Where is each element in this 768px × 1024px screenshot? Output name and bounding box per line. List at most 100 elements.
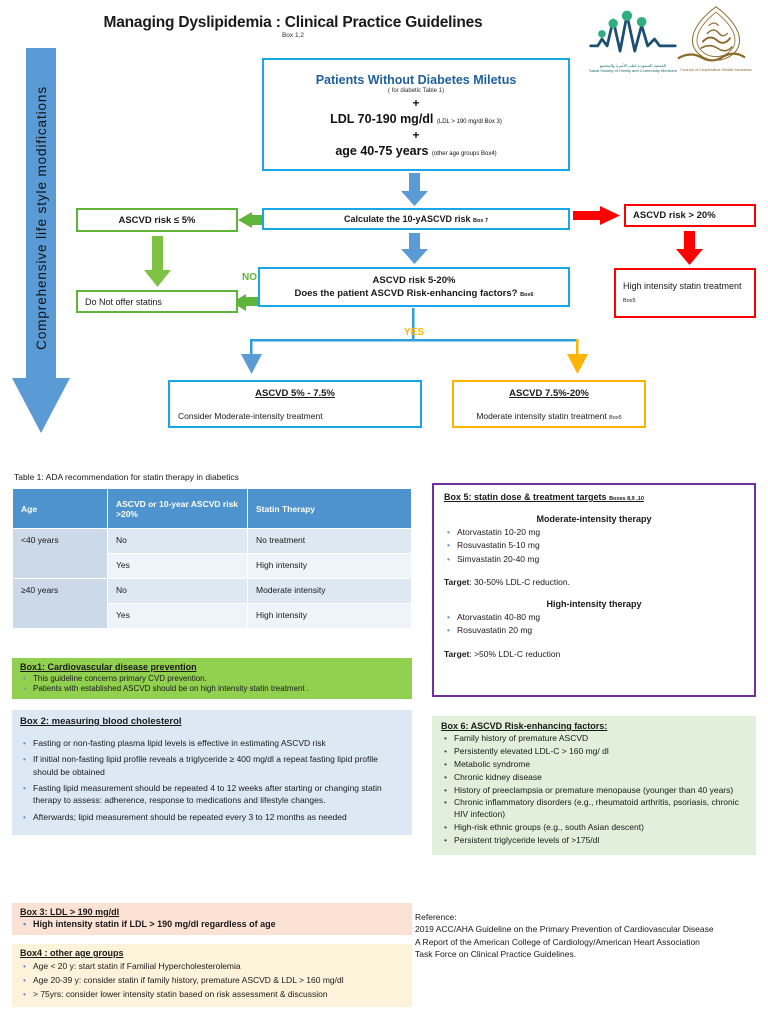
- table1-cell-age-2: ≥40 years: [12, 578, 108, 629]
- risk-enhancing-decision-box: ASCVD risk 5-20% Does the patient ASCVD …: [258, 267, 570, 307]
- box1-cvd-prevention: Box1: Cardiovascular disease prevention …: [12, 658, 412, 699]
- decision-line1: ASCVD risk 5-20%: [372, 275, 456, 286]
- box5-target-high-value: : >50% LDL-C reduction: [469, 648, 561, 659]
- high-intensity-statin-note: Box5: [623, 298, 636, 304]
- outcome-right-text: Moderate intensity statin treatment: [476, 411, 607, 421]
- arabic-calligraphy-icon: [677, 6, 746, 62]
- table1-cell-risk-2: No: [107, 578, 248, 604]
- arrow-decision-yes: [241, 308, 588, 374]
- reference-block: Reference: 2019 ACC/AHA Guideline on the…: [415, 911, 763, 960]
- table1-header-row: Age ASCVD or 10-year ASCVD risk >20% Sta…: [12, 488, 412, 529]
- list-item: Rosuvastatin 5-10 mg: [447, 539, 744, 552]
- box5-target-moderate-label: Target: [444, 576, 470, 587]
- decision-line2-note: Box6: [520, 292, 534, 298]
- list-item: Simvastatin 20-40 mg: [447, 553, 744, 566]
- list-item: History of preeclampsia or premature men…: [444, 785, 747, 797]
- entry-criteria-box: Patients Without Diabetes Miletus ( for …: [262, 58, 570, 171]
- calculate-risk-text: Calculate the 10-yASCVD risk: [343, 214, 471, 224]
- box5-target-moderate-value: : 30-50% LDL-C reduction.: [469, 576, 570, 587]
- no-statins-label: Do Not offer statins: [85, 296, 162, 307]
- list-item: If initial non-fasting lipid profile rev…: [23, 753, 404, 778]
- arrow-calculate-to-decision: [401, 233, 428, 264]
- lifestyle-modifications-label: Comprehensive life style modifications: [33, 86, 49, 350]
- edge-label-no: NO: [242, 272, 257, 283]
- box6-risk-enhancing-factors: Box 6: ASCVD Risk-enhancing factors: Fam…: [432, 716, 756, 856]
- low-risk-box: ASCVD risk ≤ 5%: [76, 208, 238, 232]
- list-item: Persistently elevated LDL-C > 160 mg/ dl: [444, 746, 747, 758]
- list-item: Fasting or non-fasting plasma lipid leve…: [23, 737, 404, 750]
- box4-list: Age < 20 y: start statin if Familial Hyp…: [20, 960, 404, 1000]
- box3-ldl-above-190: Box 3: LDL > 190 mg/dl High intensity st…: [12, 903, 412, 935]
- table1-cell-therapy-3: High intensity: [247, 603, 412, 629]
- reference-line1: 2019 ACC/AHA Guideline on the Primary Pr…: [415, 924, 714, 935]
- edge-label-yes: YES: [404, 327, 425, 338]
- box4-heading: Box4 : other age groups: [20, 948, 124, 958]
- high-intensity-statin-label: High intensity statin treatment Box5: [623, 280, 754, 307]
- low-risk-label: ASCVD risk ≤ 5%: [118, 214, 196, 226]
- entry-line2-text: LDL 70-190 mg/dl: [330, 112, 434, 127]
- arrow-entry-to-calculate: [401, 173, 428, 206]
- table1-cell-risk-1: Yes: [107, 553, 248, 579]
- ssfcm-caption-en: Saudi Society of Family and Community Me…: [588, 68, 678, 73]
- table-row: Yes High intensity: [13, 603, 412, 629]
- box4-other-age-groups: Box4 : other age groups Age < 20 y: star…: [12, 944, 412, 1008]
- box5-heading: Box 5: statin dose & treatment targets B…: [444, 492, 744, 502]
- outcome-moderate-consider-box: ASCVD 5% - 7.5% Consider Moderate-intens…: [168, 380, 422, 428]
- box5-statin-dose-targets: Box 5: statin dose & treatment targets B…: [432, 483, 756, 697]
- calculate-risk-box: Calculate the 10-yASCVD risk Box 7: [262, 208, 570, 230]
- ssfcm-caption-ar: الجمعية السعودية لطب الأسرة والمجتمع: [599, 63, 667, 68]
- list-item: Afterwards; lipid measurement should be …: [23, 811, 404, 824]
- decision-line2-text: Does the patient ASCVD Risk-enhancing fa…: [294, 288, 518, 299]
- list-item: This guideline concerns primary CVD prev…: [23, 674, 404, 683]
- box3-heading: Box 3: LDL > 190 mg/dl: [20, 907, 120, 917]
- box1-list: This guideline concerns primary CVD prev…: [20, 674, 404, 693]
- page-title: Managing Dyslipidemia : Clinical Practic…: [103, 14, 483, 31]
- outcome-right-heading: ASCVD 7.5%-20%: [509, 388, 589, 399]
- outcome-right-body: Moderate intensity statin treatment Box5: [462, 411, 636, 421]
- high-risk-label: ASCVD risk > 20%: [633, 210, 716, 221]
- box5-target-moderate: Target: 30-50% LDL-C reduction.: [444, 577, 744, 587]
- list-item: Atorvastatin 40-80 mg: [447, 611, 744, 624]
- cchi-logo: Council of Cooperative Health Insurance: [668, 4, 764, 90]
- box5-section-high: High-intensity therapy: [546, 598, 642, 609]
- list-item: High intensity statin if LDL > 190 mg/dl…: [23, 919, 404, 929]
- high-intensity-statin-text: High intensity statin treatment: [623, 280, 742, 291]
- box5-heading-text: Box 5: statin dose & treatment targets: [444, 492, 607, 502]
- table1-header-therapy: Statin Therapy: [247, 488, 412, 529]
- table-row: Yes High intensity: [13, 553, 412, 579]
- outcome-left-body: Consider Moderate-intensity treatment: [178, 411, 323, 421]
- arrow-low-risk-to-no-statins: [144, 236, 171, 287]
- cchi-caption-en: Council of Cooperative Health Insurance: [680, 67, 752, 72]
- table-row: <40 years No No treatment: [12, 528, 412, 579]
- list-item: Patients with established ASCVD should b…: [23, 684, 404, 693]
- box5-section-moderate: Moderate-intensity therapy: [536, 514, 652, 524]
- outcome-moderate-statin-box: ASCVD 7.5%-20% Moderate intensity statin…: [452, 380, 646, 428]
- entry-line2-note: (LDL > 190 mg/dl Box 3): [436, 119, 502, 126]
- table1-cell-risk-0: No: [107, 528, 248, 554]
- entry-plus-1: +: [412, 98, 420, 111]
- entry-line3-note: (other age groups Box4): [431, 151, 497, 158]
- high-risk-box: ASCVD risk > 20%: [624, 204, 756, 227]
- list-item: Atorvastatin 10-20 mg: [447, 526, 744, 539]
- outcome-right-note: Box5: [609, 415, 622, 421]
- calculate-risk-label: Calculate the 10-yASCVD risk Box 7: [344, 214, 488, 224]
- no-statins-box: Do Not offer statins: [76, 290, 238, 313]
- list-item: Fasting lipid measurement should be repe…: [23, 782, 404, 807]
- list-item: Age 20-39 y: consider statin if family h…: [23, 974, 404, 987]
- table1-cell-risk-3: Yes: [107, 603, 248, 629]
- reference-line3: Task Force on Clinical Practice Guidelin…: [415, 948, 577, 959]
- box5-moderate-list: Atorvastatin 10-20 mg Rosuvastatin 5-10 …: [444, 526, 744, 565]
- box6-heading: Box 6: ASCVD Risk-enhancing factors:: [441, 721, 608, 731]
- entry-line3: age 40-75 years (other age groups Box4): [335, 144, 496, 158]
- box1-heading: Box1: Cardiovascular disease prevention: [20, 662, 197, 672]
- entry-line3-text: age 40-75 years: [335, 144, 429, 159]
- outcome-left-heading: ASCVD 5% - 7.5%: [255, 388, 335, 399]
- table1-cell-age-0: <40 years: [12, 528, 108, 579]
- high-intensity-statin-box: High intensity statin treatment Box5: [614, 268, 756, 318]
- table1-ada-statin-recommendations: Age ASCVD or 10-year ASCVD risk >20% Sta…: [12, 488, 412, 629]
- list-item: High-risk ethnic groups (e.g., south Asi…: [444, 822, 747, 834]
- box3-list: High intensity statin if LDL > 190 mg/dl…: [20, 919, 404, 929]
- table1-caption: Table 1: ADA recommendation for statin t…: [14, 472, 239, 482]
- table1-cell-therapy-0: No treatment: [247, 528, 412, 554]
